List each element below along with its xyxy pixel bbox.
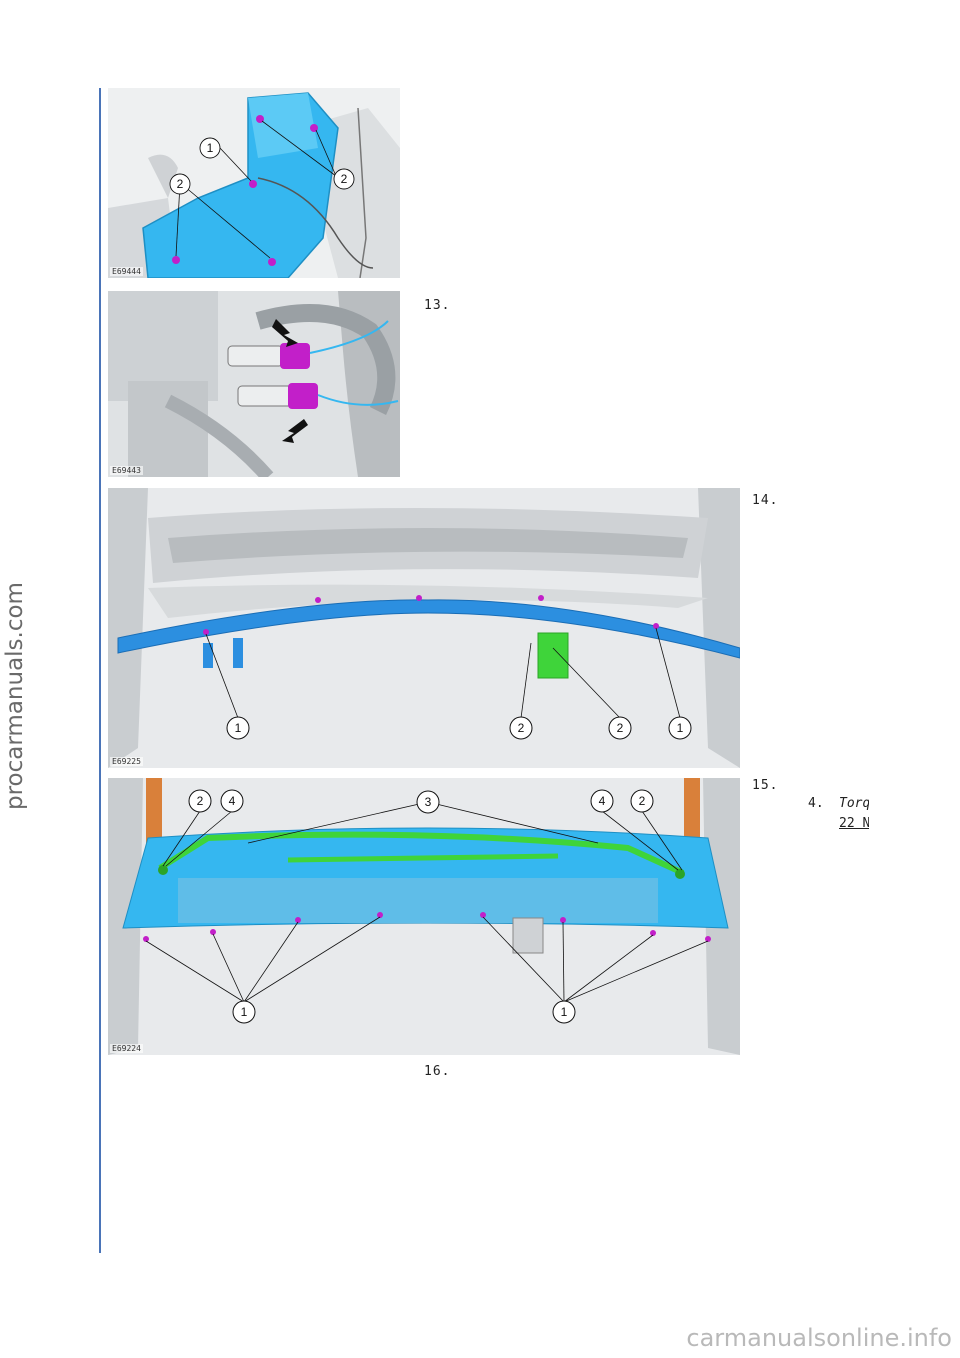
callout-1: 1 <box>677 721 684 735</box>
callout-2: 2 <box>639 794 646 808</box>
callout-1: 1 <box>561 1005 568 1019</box>
step-14: 14. <box>752 493 779 508</box>
torque-item-number: 4. <box>808 796 824 811</box>
figure-connectors: E69443 <box>108 291 400 477</box>
callout-2: 2 <box>518 721 525 735</box>
callout-1: 1 <box>235 721 242 735</box>
figure-cowl-panel: 1 2 2 1 E69225 <box>108 488 740 768</box>
callout-2: 2 <box>177 177 184 191</box>
cowl-panel-illustration: 1 2 2 1 <box>108 488 740 768</box>
margin-rule <box>99 88 101 1253</box>
step-15: 15. <box>752 778 779 793</box>
bottom-watermark: carmanualsonline.info <box>686 1324 952 1352</box>
callout-2: 2 <box>617 721 624 735</box>
step-16: 16. <box>424 1064 451 1079</box>
connectors-illustration <box>108 291 400 477</box>
wiper-assembly-illustration: 2 4 3 4 2 1 1 <box>108 778 740 1055</box>
figure-id: E69444 <box>110 267 143 276</box>
callout-1: 1 <box>241 1005 248 1019</box>
figure-id: E69443 <box>110 466 143 475</box>
figure-id: E69225 <box>110 757 143 766</box>
torque-value: 22 N <box>839 816 869 831</box>
figure-wiper-assembly: 2 4 3 4 2 1 1 E69224 <box>108 778 740 1055</box>
figure-heat-shield: 1 2 2 E69444 <box>108 88 400 278</box>
figure-id: E69224 <box>110 1044 143 1053</box>
callout-1: 1 <box>207 141 214 155</box>
callout-3: 3 <box>425 795 432 809</box>
side-watermark: procarmanuals.com <box>2 582 28 810</box>
callout-4: 4 <box>229 794 236 808</box>
heat-shield-illustration: 1 2 2 <box>108 88 400 278</box>
step-13: 13. <box>424 298 451 313</box>
callout-2: 2 <box>341 172 348 186</box>
torque-label: Torq <box>839 796 869 811</box>
callout-2: 2 <box>197 794 204 808</box>
callout-4: 4 <box>599 794 606 808</box>
